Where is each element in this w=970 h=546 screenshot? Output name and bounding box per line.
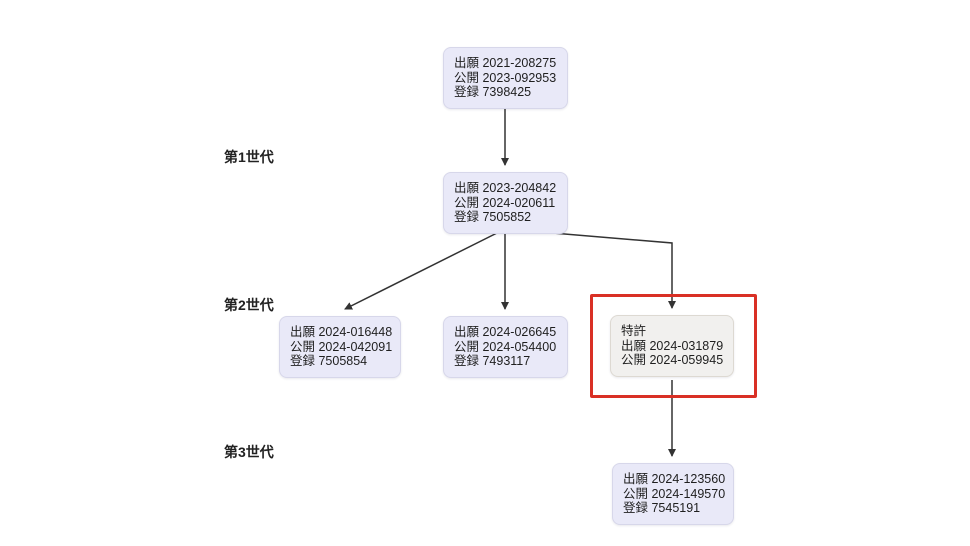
- arrow-gen1-to-gen2-left: [344, 228, 506, 310]
- node-line-application: 出願 2024-016448: [290, 325, 393, 339]
- node-line-registration: 登録 7398425: [454, 85, 532, 99]
- highlight-annotation-rect: [590, 294, 757, 398]
- patent-node-gen1: 出願 2023-204842 公開 2024-020611 登録 7505852: [443, 172, 568, 234]
- node-line-publication: 公開 2024-059945: [621, 353, 724, 367]
- generation-label-3: 第3世代: [224, 444, 274, 460]
- node-line-registration: 登録 7493117: [454, 354, 531, 368]
- node-line-application: 出願 2024-026645: [454, 325, 557, 339]
- node-line-publication: 公開 2023-092953: [454, 70, 557, 85]
- node-line-publication: 公開 2024-042091: [290, 339, 393, 354]
- node-line-publication: 公開 2024-149570: [623, 486, 726, 501]
- node-line-application: 出願 2023-204842: [454, 181, 557, 195]
- node-line-application: 出願 2021-208275: [454, 56, 557, 70]
- patent-node-gen2-left: 出願 2024-016448 公開 2024-042091 登録 7505854: [279, 316, 401, 378]
- patent-node-gen2-right: 特許 出願 2024-031879 公開 2024-059945: [610, 315, 734, 377]
- node-line-publication: 公開 2024-054400: [454, 339, 557, 354]
- node-line-application: 出願 2024-123560: [623, 472, 726, 486]
- generation-label-2: 第2世代: [224, 297, 274, 313]
- patent-node-gen3: 出願 2024-123560 公開 2024-149570 登録 7545191: [612, 463, 734, 525]
- node-line-registration: 登録 7505854: [290, 354, 368, 368]
- node-line-patent-type: 特許: [621, 324, 647, 338]
- node-line-publication: 公開 2024-020611: [454, 195, 556, 210]
- generation-label-1: 第1世代: [224, 149, 274, 165]
- node-line-registration: 登録 7545191: [623, 501, 701, 515]
- node-line-registration: 登録 7505852: [454, 210, 532, 224]
- node-line-application: 出願 2024-031879: [621, 338, 724, 353]
- patent-node-gen2-middle: 出願 2024-026645 公開 2024-054400 登録 7493117: [443, 316, 568, 378]
- patent-node-root: 出願 2021-208275 公開 2023-092953 登録 7398425: [443, 47, 568, 109]
